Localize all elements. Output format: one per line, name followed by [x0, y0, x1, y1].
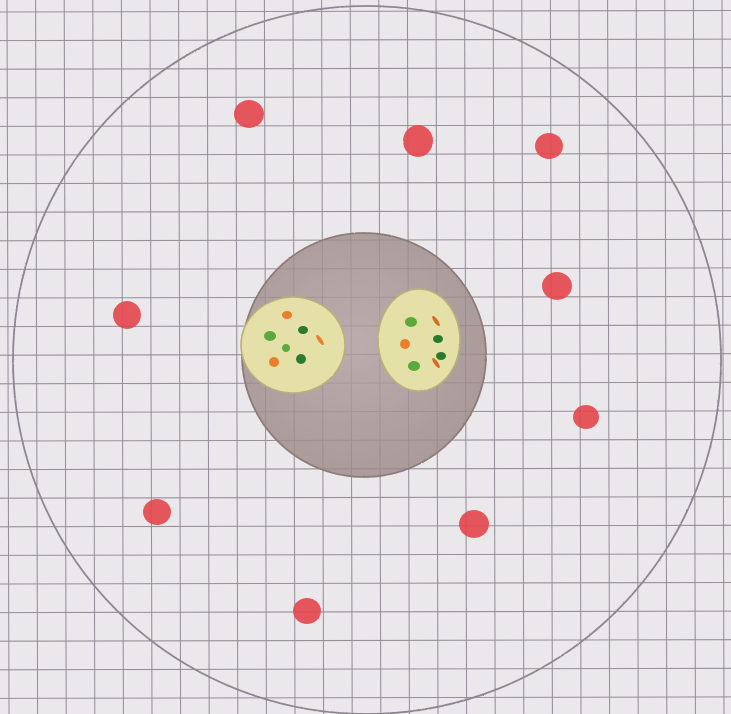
organelle-dot — [408, 361, 420, 371]
left-body — [241, 297, 345, 393]
organelle-dot — [400, 339, 410, 349]
red-dot — [403, 125, 433, 157]
organelle-dot — [282, 344, 290, 352]
right-body — [378, 289, 460, 391]
red-dot — [113, 301, 141, 329]
organelle-dot — [282, 311, 292, 319]
organelle-dot — [433, 335, 443, 343]
red-dot — [542, 272, 572, 300]
organelle-dot — [436, 352, 446, 360]
red-dot — [459, 510, 489, 538]
organelle-dot — [264, 331, 276, 341]
organelle-dot — [269, 357, 279, 367]
organelle-dot — [405, 317, 417, 327]
organelle-dot — [296, 354, 306, 364]
red-dot — [234, 100, 264, 128]
organelle-dot — [298, 326, 308, 334]
red-dot — [293, 598, 321, 624]
red-dot — [535, 133, 563, 159]
red-dot — [573, 405, 599, 429]
red-dot — [143, 499, 171, 525]
